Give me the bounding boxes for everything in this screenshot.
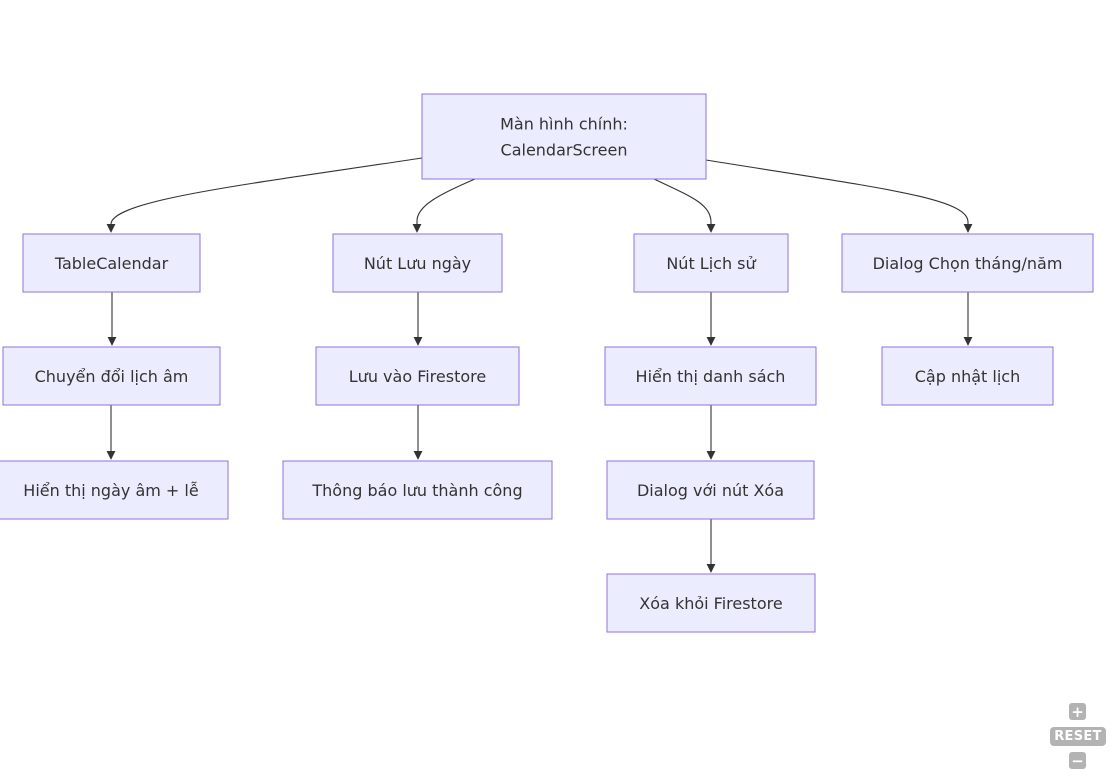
- node-box: [881, 346, 1054, 406]
- node-box: [332, 233, 503, 293]
- node-history-btn: Nút Lịch sử: [633, 233, 789, 293]
- edge-main-to-save_btn: [412, 178, 476, 233]
- node-box: [282, 460, 553, 520]
- node-box: [606, 573, 816, 633]
- node-label: Hiển thị danh sách: [636, 367, 786, 386]
- edge-main-to-tablecal: [106, 157, 423, 233]
- node-box: [315, 346, 520, 406]
- edge-main-to-dialog_month: [705, 159, 973, 233]
- zoom-controls: + RESET −: [1050, 703, 1106, 771]
- node-save-firestore: Lưu vào Firestore: [315, 346, 520, 406]
- node-label: Dialog Chọn tháng/năm: [873, 254, 1063, 273]
- edges: [106, 157, 973, 573]
- node-label: Xóa khỏi Firestore: [639, 594, 782, 613]
- node-label: Lưu vào Firestore: [349, 367, 486, 386]
- node-label: Dialog với nút Xóa: [637, 481, 784, 500]
- edge-main-to-history_btn: [653, 178, 716, 233]
- node-label: Thông báo lưu thành công: [311, 481, 522, 500]
- node-show-list: Hiển thị danh sách: [604, 346, 817, 406]
- zoom-in-button[interactable]: +: [1069, 703, 1086, 721]
- node-convert-lunar: Chuyển đổi lịch âm: [2, 346, 221, 406]
- node-update-cal: Cập nhật lịch: [881, 346, 1054, 406]
- node-label: TableCalendar: [54, 254, 169, 273]
- node-main: Màn hình chính: CalendarScreen: [421, 93, 707, 180]
- node-box: [2, 346, 221, 406]
- node-delete-firestore: Xóa khỏi Firestore: [606, 573, 816, 633]
- node-box: [633, 233, 789, 293]
- node-box: [606, 460, 815, 520]
- zoom-out-button[interactable]: −: [1069, 752, 1086, 770]
- node-tablecal: TableCalendar: [22, 233, 201, 293]
- node-box: [22, 233, 201, 293]
- node-dialog-month: Dialog Chọn tháng/năm: [841, 233, 1094, 293]
- node-label: Chuyển đổi lịch âm: [35, 367, 189, 386]
- reset-button[interactable]: RESET: [1050, 727, 1106, 746]
- node-dialog-delete: Dialog với nút Xóa: [606, 460, 815, 520]
- node-box: [841, 233, 1094, 293]
- node-label: Nút Lịch sử: [666, 254, 756, 273]
- node-box: [421, 93, 707, 180]
- node-label: CalendarScreen: [501, 141, 628, 160]
- node-label: Nút Lưu ngày: [364, 254, 471, 273]
- node-label: Hiển thị ngày âm + lễ: [23, 481, 198, 500]
- node-label: Màn hình chính:: [500, 115, 628, 134]
- node-box: [604, 346, 817, 406]
- node-save-btn: Nút Lưu ngày: [332, 233, 503, 293]
- node-label: Cập nhật lịch: [915, 367, 1021, 386]
- node-box: [0, 460, 229, 520]
- node-notify-success: Thông báo lưu thành công: [282, 460, 553, 520]
- node-show-lunar: Hiển thị ngày âm + lễ: [0, 460, 229, 520]
- nodes: Màn hình chính: CalendarScreenTableCalend…: [0, 93, 1094, 633]
